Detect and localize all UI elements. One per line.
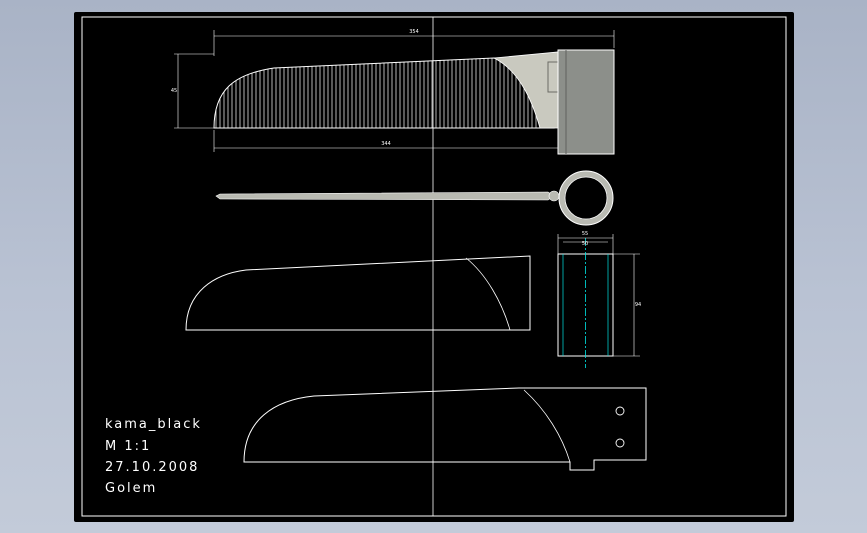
dimension-handle-outer: 55 (557, 231, 614, 254)
blade-bolster-arc (523, 389, 571, 463)
sheet-border (81, 16, 787, 517)
dimension-text-blade: 344 (381, 141, 391, 147)
bolster-arc (465, 257, 511, 331)
drawing-date: 27.10.2008 (105, 460, 199, 475)
dimension-text-height: 45 (171, 88, 177, 94)
blade-shaded (213, 57, 555, 129)
drawing-sheet: 354 344 45 55 50 (74, 12, 794, 522)
handle-shaded (557, 49, 615, 155)
guard-knob (548, 190, 560, 202)
drawing-author: Golem (105, 481, 157, 496)
bolster-shaded (492, 51, 559, 129)
dimension-handle-inner: 50 (563, 241, 608, 247)
knife-outline (243, 387, 647, 471)
knife-full-outline-view (243, 387, 647, 471)
dimension-blade-length: 344 (213, 130, 559, 152)
knife-shaded-view (213, 49, 615, 155)
dimension-text-handle-length: 94 (635, 302, 641, 308)
dimension-top-length: 354 (213, 29, 615, 56)
drawing-scale: M 1:1 (105, 439, 151, 454)
dimension-blade-height: 45 (171, 53, 214, 129)
rivet-hole-2 (615, 438, 625, 448)
handle-section-view (557, 238, 614, 368)
blade-spine (215, 191, 555, 201)
drawing-name: kama_black (105, 417, 202, 432)
handle-ring-inner (564, 176, 608, 220)
knife-top-view (215, 170, 614, 226)
cad-drawing: 354 344 45 55 50 (81, 16, 787, 517)
dimension-text-top: 354 (409, 29, 419, 35)
dimension-handle-length: 94 (613, 253, 641, 357)
dimension-text-handle-outer: 55 (582, 231, 588, 237)
rivet-hole-1 (615, 406, 625, 416)
blade-outline-view (185, 255, 531, 331)
title-block: kama_black M 1:1 27.10.2008 Golem (105, 417, 202, 496)
blade-outline (185, 255, 531, 331)
dimension-text-handle-inner: 50 (582, 241, 588, 247)
